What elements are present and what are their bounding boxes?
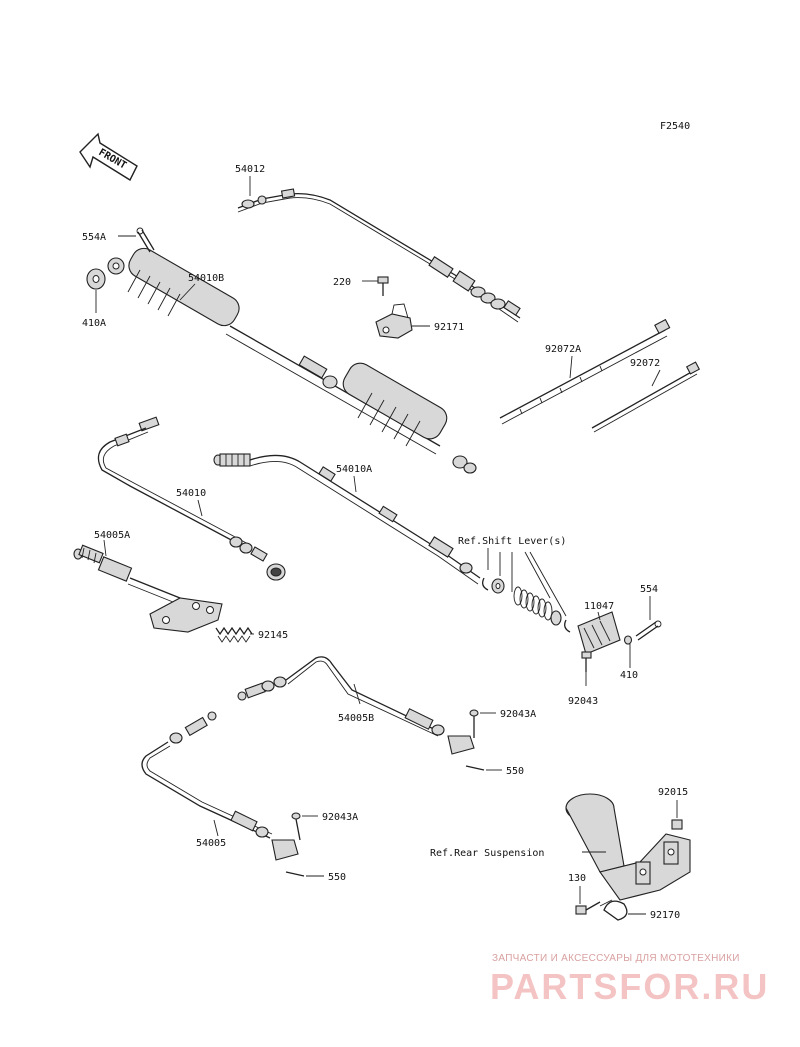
washer-410a [86, 268, 106, 290]
pin-92043a-lower [291, 812, 301, 841]
label-11047: 11047 [584, 601, 614, 612]
cable-54005b [237, 656, 475, 755]
label-220: 220 [333, 277, 351, 288]
label-554a: 554A [82, 232, 106, 243]
clip-550-upper [465, 765, 485, 771]
clip-550-lower [285, 871, 305, 877]
cable-54010b [107, 247, 477, 474]
label-92072: 92072 [630, 358, 660, 369]
nut-92015 [671, 819, 683, 830]
diagram-code: F2540 [660, 121, 690, 132]
label-92015: 92015 [658, 787, 688, 798]
label-92043a-lower: 92043A [322, 812, 358, 823]
watermark-logo: PARTSFOR.RU [490, 966, 770, 1007]
cable-tie-92072a [499, 318, 671, 425]
bolt-220 [377, 276, 389, 296]
label-92043a-upper: 92043A [500, 709, 536, 720]
ref-shift-lever: Ref.Shift Lever(s) [458, 536, 566, 547]
label-410: 410 [620, 670, 638, 681]
label-92145: 92145 [258, 630, 288, 641]
watermark-tagline: ЗАПЧАСТИ И АКСЕССУАРЫ ДЛЯ МОТОТЕХНИКИ [492, 953, 740, 964]
label-92072a: 92072A [545, 344, 581, 355]
label-92043: 92043 [568, 696, 598, 707]
rear-suspension-bracket [565, 793, 691, 901]
label-54010: 54010 [176, 488, 206, 499]
clamp-92171 [375, 303, 413, 339]
cable-54005 [141, 711, 299, 861]
cotter-pin-554a [136, 227, 155, 253]
bolt-130 [575, 901, 601, 915]
label-54005a: 54005A [94, 530, 130, 541]
pin-92043 [581, 651, 592, 672]
label-92170: 92170 [650, 910, 680, 921]
label-54010b: 54010B [188, 273, 224, 284]
ref-rear-suspension: Ref.Rear Suspension [430, 848, 544, 859]
cable-54012 [237, 188, 521, 323]
label-54005b: 54005B [338, 713, 374, 724]
cable-54005a [73, 544, 223, 633]
clamp-92170 [599, 899, 628, 921]
label-54005: 54005 [196, 838, 226, 849]
label-54010a: 54010A [336, 464, 372, 475]
cable-54010a [213, 453, 481, 585]
shift-lever-group [482, 577, 571, 633]
label-92171: 92171 [434, 322, 464, 333]
label-550-upper: 550 [506, 766, 524, 777]
front-arrow-icon: FRONT [79, 132, 138, 181]
washer-410 [623, 635, 633, 645]
lever-11047 [577, 611, 621, 655]
pin-92043a-upper [469, 709, 479, 738]
spring-92145 [215, 626, 253, 643]
cable-tie-92072 [591, 361, 701, 433]
label-554: 554 [640, 584, 658, 595]
label-130: 130 [568, 873, 586, 884]
label-54012: 54012 [235, 164, 265, 175]
cable-54010 [97, 416, 286, 581]
label-550-lower: 550 [328, 872, 346, 883]
label-410a: 410A [82, 318, 106, 329]
cotter-pin-554 [635, 620, 662, 641]
